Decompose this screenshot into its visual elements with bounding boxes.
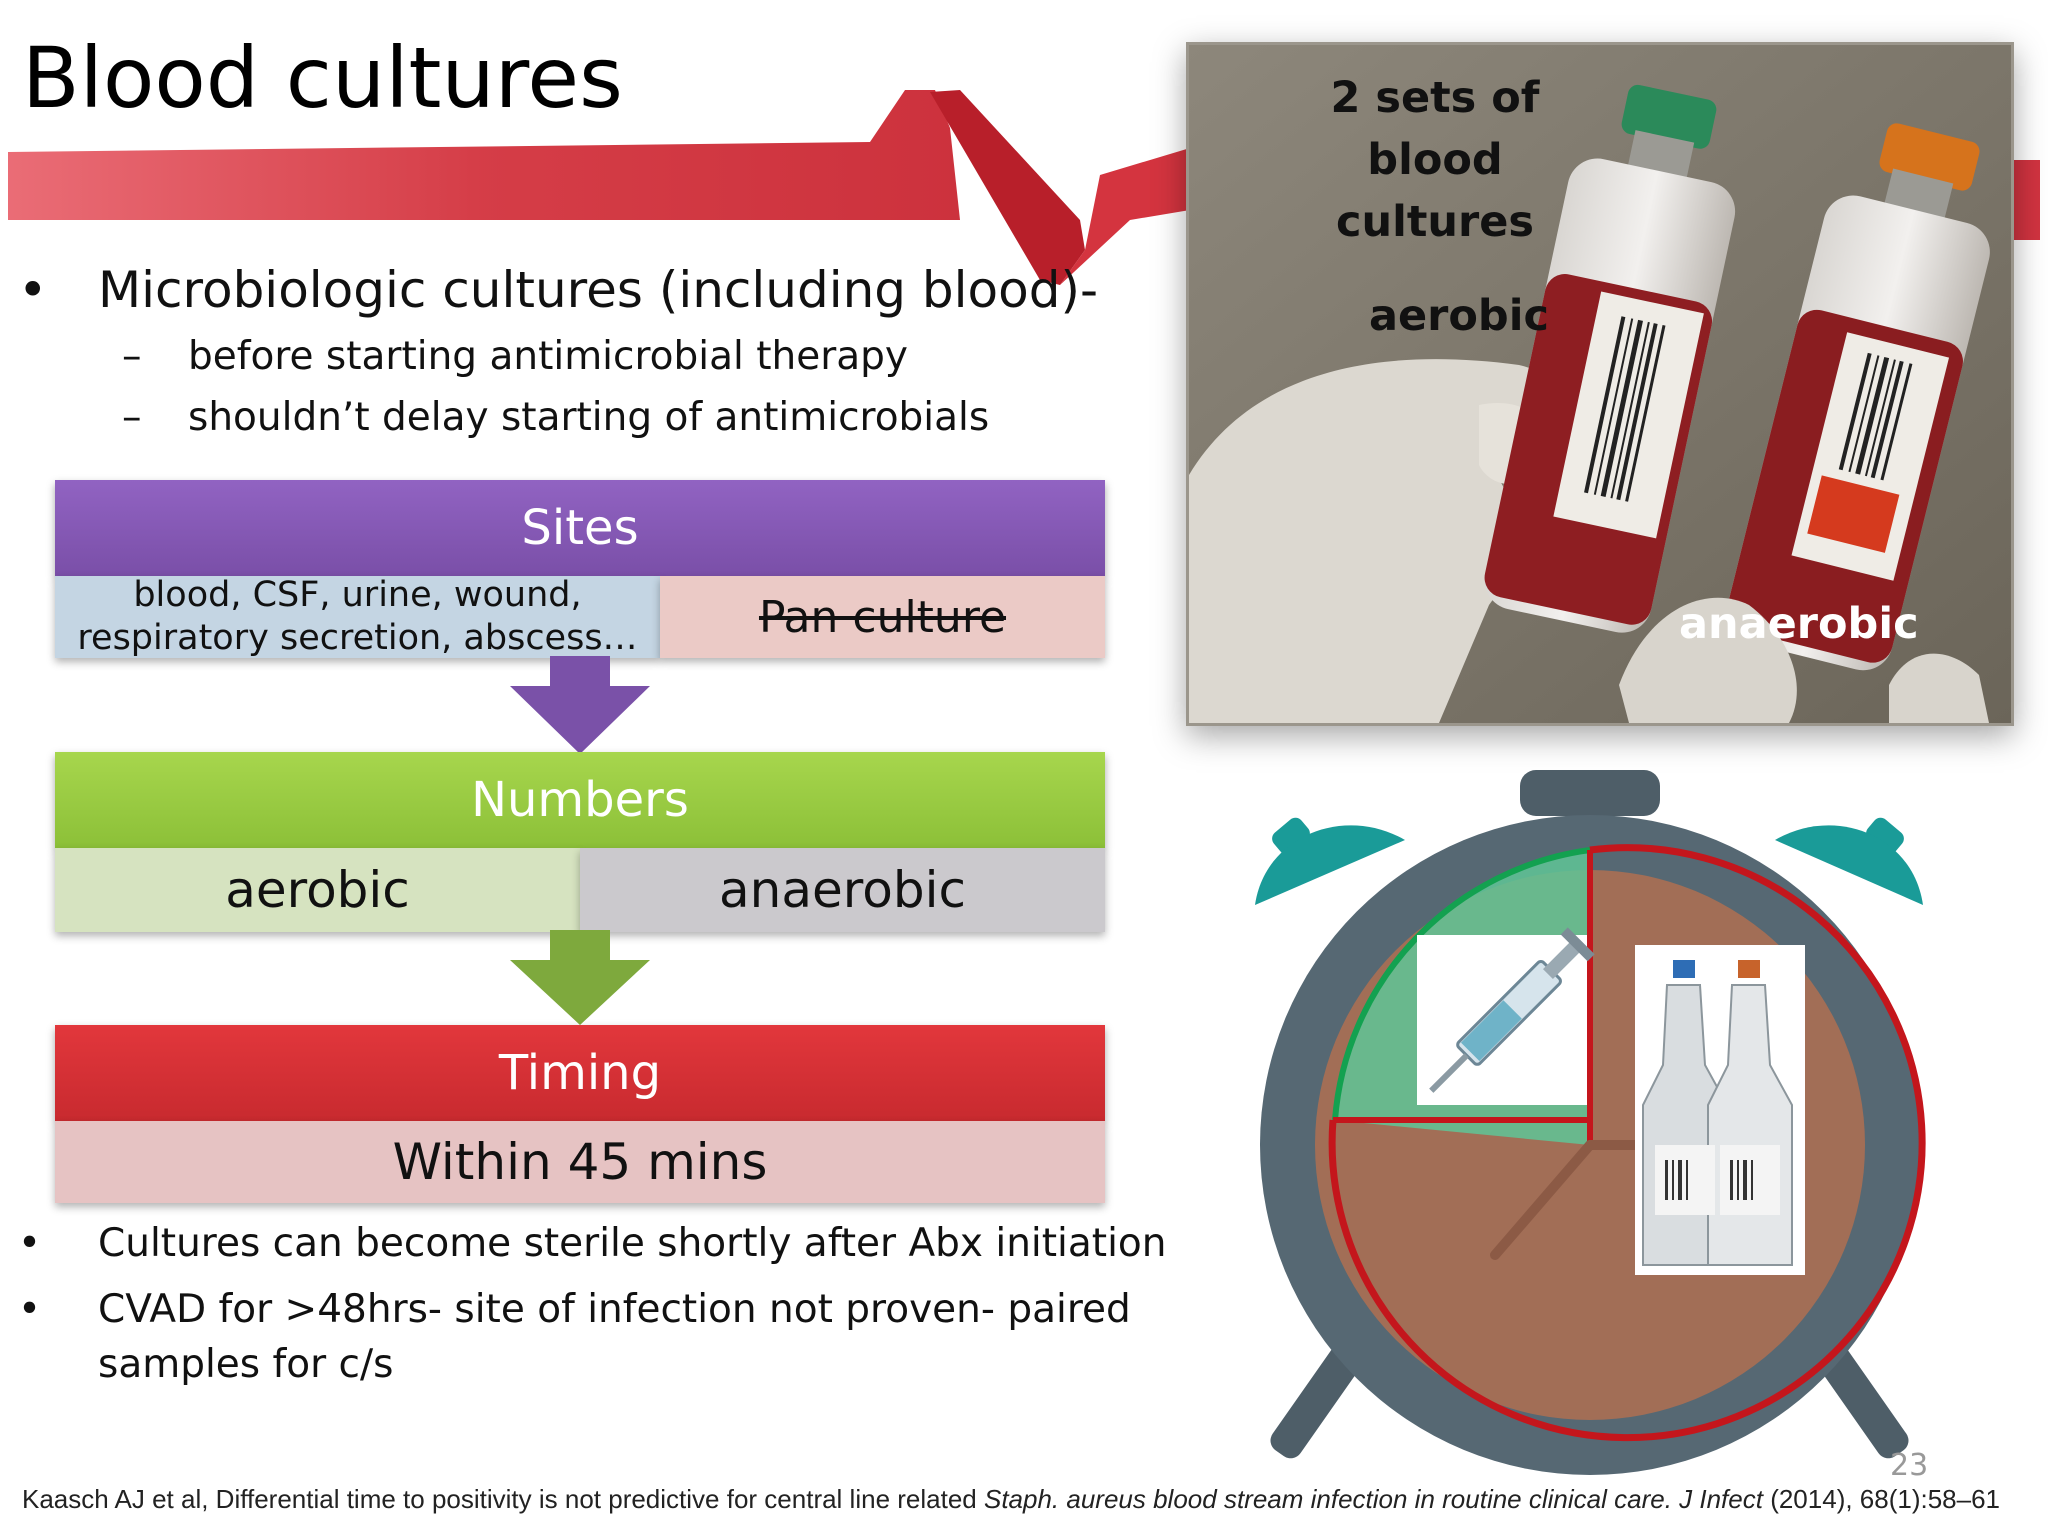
anaerobic-cell: anaerobic <box>580 848 1105 932</box>
photo-caption-line1: 2 sets of <box>1330 73 1540 123</box>
numbers-header: Numbers <box>55 752 1105 848</box>
aerobic-cell: aerobic <box>55 848 580 932</box>
sites-header: Sites <box>55 480 1105 576</box>
alarm-clock-illustration <box>1255 770 1926 1475</box>
clock-leg-left <box>1270 1341 1364 1459</box>
photo-caption-line2: blood cultures <box>1336 135 1534 247</box>
pan-culture-cell: Pan culture <box>660 576 1105 658</box>
timing-value-cell: Within 45 mins <box>55 1121 1105 1203</box>
clock-leg-right <box>1815 1341 1909 1459</box>
citation: Kaasch AJ et al, Differential time to po… <box>22 1484 2000 1515</box>
syringe-icon <box>1417 927 1595 1105</box>
sites-list-cell: blood, CSF, urine, wound, respiratory se… <box>55 575 660 658</box>
bullet-sterile: Cultures can become sterile shortly afte… <box>98 1221 1167 1266</box>
down-arrow-purple <box>510 656 650 754</box>
photo-label-anaerobic: anaerobic <box>1679 599 1919 649</box>
dash-marker: – <box>122 395 142 440</box>
clock-bell-left-icon <box>1255 817 1405 905</box>
bullet-marker: • <box>18 1221 42 1266</box>
page-number: 23 <box>1890 1448 1929 1483</box>
bullet-cvad-line1: CVAD for >48hrs- site of infection not p… <box>98 1287 1131 1332</box>
bottles-illustration <box>1189 45 2011 723</box>
sub-bullet-1: before starting antimicrobial therapy <box>188 334 908 379</box>
down-arrow-green <box>510 930 650 1025</box>
bullet-cvad-line2: samples for c/s <box>98 1342 394 1387</box>
timing-header: Timing <box>55 1025 1105 1121</box>
citation-title: Staph. aureus blood stream infection in … <box>983 1484 1763 1514</box>
citation-text: Kaasch AJ et al, Differential time to po… <box>22 1484 984 1514</box>
citation-ref: (2014), 68(1):58–61 <box>1762 1484 2001 1514</box>
clock-bell-right-icon <box>1775 817 1923 905</box>
bullet-marker: • <box>18 261 48 319</box>
ribbon-decoration <box>8 90 2040 285</box>
sub-bullet-2: shouldn’t delay starting of antimicrobia… <box>188 395 990 440</box>
blood-culture-photo: 2 sets of blood cultures aerobic anaerob… <box>1186 42 2014 726</box>
clock-handle <box>1520 770 1660 816</box>
dash-marker: – <box>122 334 142 379</box>
bullet-marker: • <box>18 1287 42 1332</box>
sites-list-line2: respiratory secretion, abscess… <box>77 618 638 658</box>
bullet-main: Microbiologic cultures (including blood)… <box>98 261 1099 319</box>
photo-label-aerobic: aerobic <box>1369 291 1549 341</box>
sites-list-line1: blood, CSF, urine, wound, <box>133 575 582 615</box>
slide-title: Blood cultures <box>22 29 623 127</box>
bottles-icon <box>1635 945 1805 1275</box>
